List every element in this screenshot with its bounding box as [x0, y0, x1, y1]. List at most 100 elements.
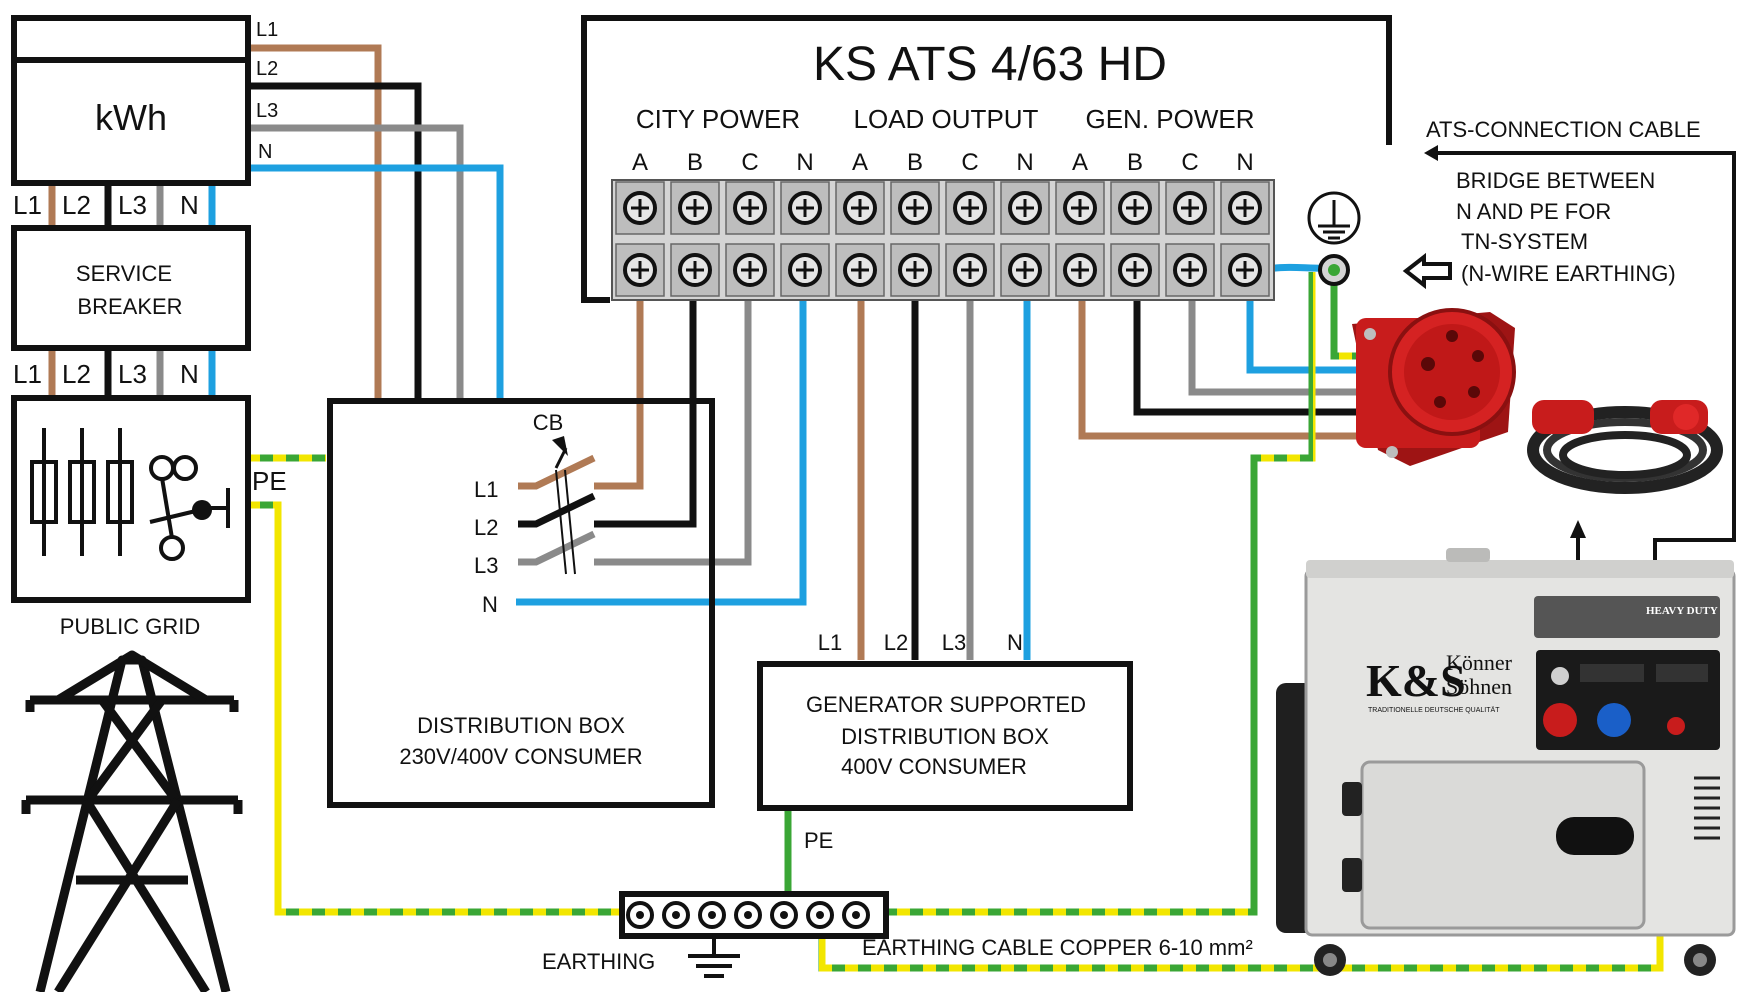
ats-title: KS ATS 4/63 HD — [813, 38, 1167, 91]
screw-slot — [1071, 261, 1089, 279]
meter-to-distribution-wires — [248, 44, 504, 398]
dist-line-l2: L2 — [474, 515, 498, 540]
terminal-label: B — [687, 149, 703, 176]
terminal-label: B — [907, 149, 923, 176]
meter-out-l3: L3 — [256, 100, 278, 122]
bridge-note-4: (N-WIRE EARTHING) — [1461, 261, 1676, 286]
dist-line-l1: L1 — [474, 477, 498, 502]
ats-group-city: CITY POWER — [636, 104, 800, 134]
dist-line-l3: L3 — [474, 553, 498, 578]
terminal-label: N — [796, 149, 813, 176]
terminal-screws — [615, 181, 1270, 297]
meter-title: kWh — [95, 97, 167, 138]
generator-brand-line1: Könner — [1446, 650, 1513, 675]
screw-slot — [1236, 261, 1254, 279]
terminal-label: A — [632, 149, 648, 176]
cb-label: CB — [533, 410, 564, 435]
screw-slot — [796, 199, 814, 217]
fuse-symbols — [30, 428, 230, 561]
screw-slot — [796, 261, 814, 279]
public-grid-label: PUBLIC GRID — [60, 614, 201, 639]
earth-bar-screw-center — [852, 911, 860, 919]
distribution-box: CB L1 L2 L3 N DISTRIBUTION BOX 230V/400V… — [327, 398, 715, 808]
screw-slot — [1016, 199, 1034, 217]
dist-box-line1: DISTRIBUTION BOX — [417, 713, 625, 738]
service-breaker: SERVICE BREAKER L1 L2 L3 N — [11, 225, 251, 389]
screw-slot — [1126, 261, 1144, 279]
gen-box-in-l2: L2 — [884, 630, 908, 655]
terminal-strip — [611, 179, 1275, 301]
terminal-label: C — [961, 149, 978, 176]
breaker-line1: SERVICE — [76, 261, 172, 286]
generator-badge: HEAVY DUTY — [1646, 605, 1718, 617]
terminal-label: C — [1181, 149, 1198, 176]
screw-slot — [741, 261, 759, 279]
grid-pe-label: PE — [252, 466, 287, 496]
gen-box-pe-label: PE — [804, 828, 833, 853]
dist-line-n: N — [482, 592, 498, 617]
screw-slot — [1126, 199, 1144, 217]
gen-box-line3: 400V CONSUMER — [841, 754, 1027, 779]
dist-box-line2: 230V/400V CONSUMER — [399, 744, 642, 769]
extension-cable-icon — [1527, 400, 1723, 494]
earth-bar-screw-center — [708, 911, 716, 919]
bridge-note-3: TN-SYSTEM — [1461, 229, 1588, 254]
breaker-bottom-l2: L2 — [62, 359, 91, 389]
power-pylon-icon — [21, 650, 243, 992]
earth-bar-screw-center — [816, 911, 824, 919]
meter-out-n: N — [258, 141, 272, 163]
screw-slot — [851, 261, 869, 279]
ats-cable-label: ATS-CONNECTION CABLE — [1426, 117, 1701, 142]
generator-brand: K&S — [1366, 655, 1466, 706]
terminal-label: N — [1236, 149, 1253, 176]
ats-group-gen: GEN. POWER — [1085, 104, 1254, 134]
pointer-arrow-icon — [1402, 252, 1452, 290]
generator-brand-line2: Söhnen — [1446, 674, 1512, 699]
screw-slot — [631, 199, 649, 217]
breaker-bottom-l3: L3 — [118, 359, 147, 389]
terminal-label: N — [1016, 149, 1033, 176]
bridge-note-1: BRIDGE BETWEEN — [1456, 168, 1655, 193]
ats-group-load: LOAD OUTPUT — [854, 104, 1039, 134]
gen-box-in-l1: L1 — [818, 630, 842, 655]
screw-slot — [851, 199, 869, 217]
gen-box-line1: GENERATOR SUPPORTED — [806, 692, 1086, 717]
ats-unit: KS ATS 4/63 HD CITY POWER LOAD OUTPUT GE… — [581, 15, 1392, 303]
meter-out-l1: L1 — [256, 19, 278, 41]
vent-grille — [1694, 776, 1720, 840]
gen-box-line2: DISTRIBUTION BOX — [841, 724, 1049, 749]
meter-out-l2: L2 — [256, 58, 278, 80]
earthing-bar: EARTHING EARTHING CABLE COPPER 6-10 mm² — [542, 891, 1253, 978]
screw-slot — [1016, 261, 1034, 279]
meter-bottom-l1: L1 — [13, 190, 42, 220]
grid-fuse-box: PE PUBLIC GRID — [11, 395, 287, 639]
earth-bar-screw-center — [744, 911, 752, 919]
terminal-label: C — [741, 149, 758, 176]
screw-slot — [631, 261, 649, 279]
breaker-bottom-n: N — [180, 359, 199, 389]
circuit-breaker-icon — [518, 454, 596, 606]
earthing-label: EARTHING — [542, 949, 655, 974]
terminal-label: A — [1072, 149, 1088, 176]
breaker-contact — [192, 500, 212, 520]
meter-bottom-l3: L3 — [118, 190, 147, 220]
screw-slot — [1236, 199, 1254, 217]
earthing-cable-label: EARTHING CABLE COPPER 6-10 mm² — [862, 935, 1253, 960]
load-output-wires — [857, 270, 1031, 660]
generator-distribution-box: L1 L2 L3 N GENERATOR SUPPORTED DISTRIBUT… — [757, 630, 1133, 853]
meter-bottom-l2: L2 — [62, 190, 91, 220]
meter-to-breaker-wires — [48, 183, 216, 398]
screw-slot — [686, 261, 704, 279]
earth-bar-screw-center — [636, 911, 644, 919]
screw-slot — [1181, 199, 1199, 217]
screw-slot — [1071, 199, 1089, 217]
kwh-meter: kWh L1 L2 L3 N L1 L2 L3 N — [11, 15, 278, 220]
bridge-note-2: N AND PE FOR — [1456, 199, 1611, 224]
generator-icon: K&S Könner Söhnen TRADITIONELLE DEUTSCHE… — [1276, 548, 1736, 976]
screw-slot — [906, 261, 924, 279]
screw-slot — [741, 199, 759, 217]
breaker-line2: BREAKER — [77, 294, 182, 319]
